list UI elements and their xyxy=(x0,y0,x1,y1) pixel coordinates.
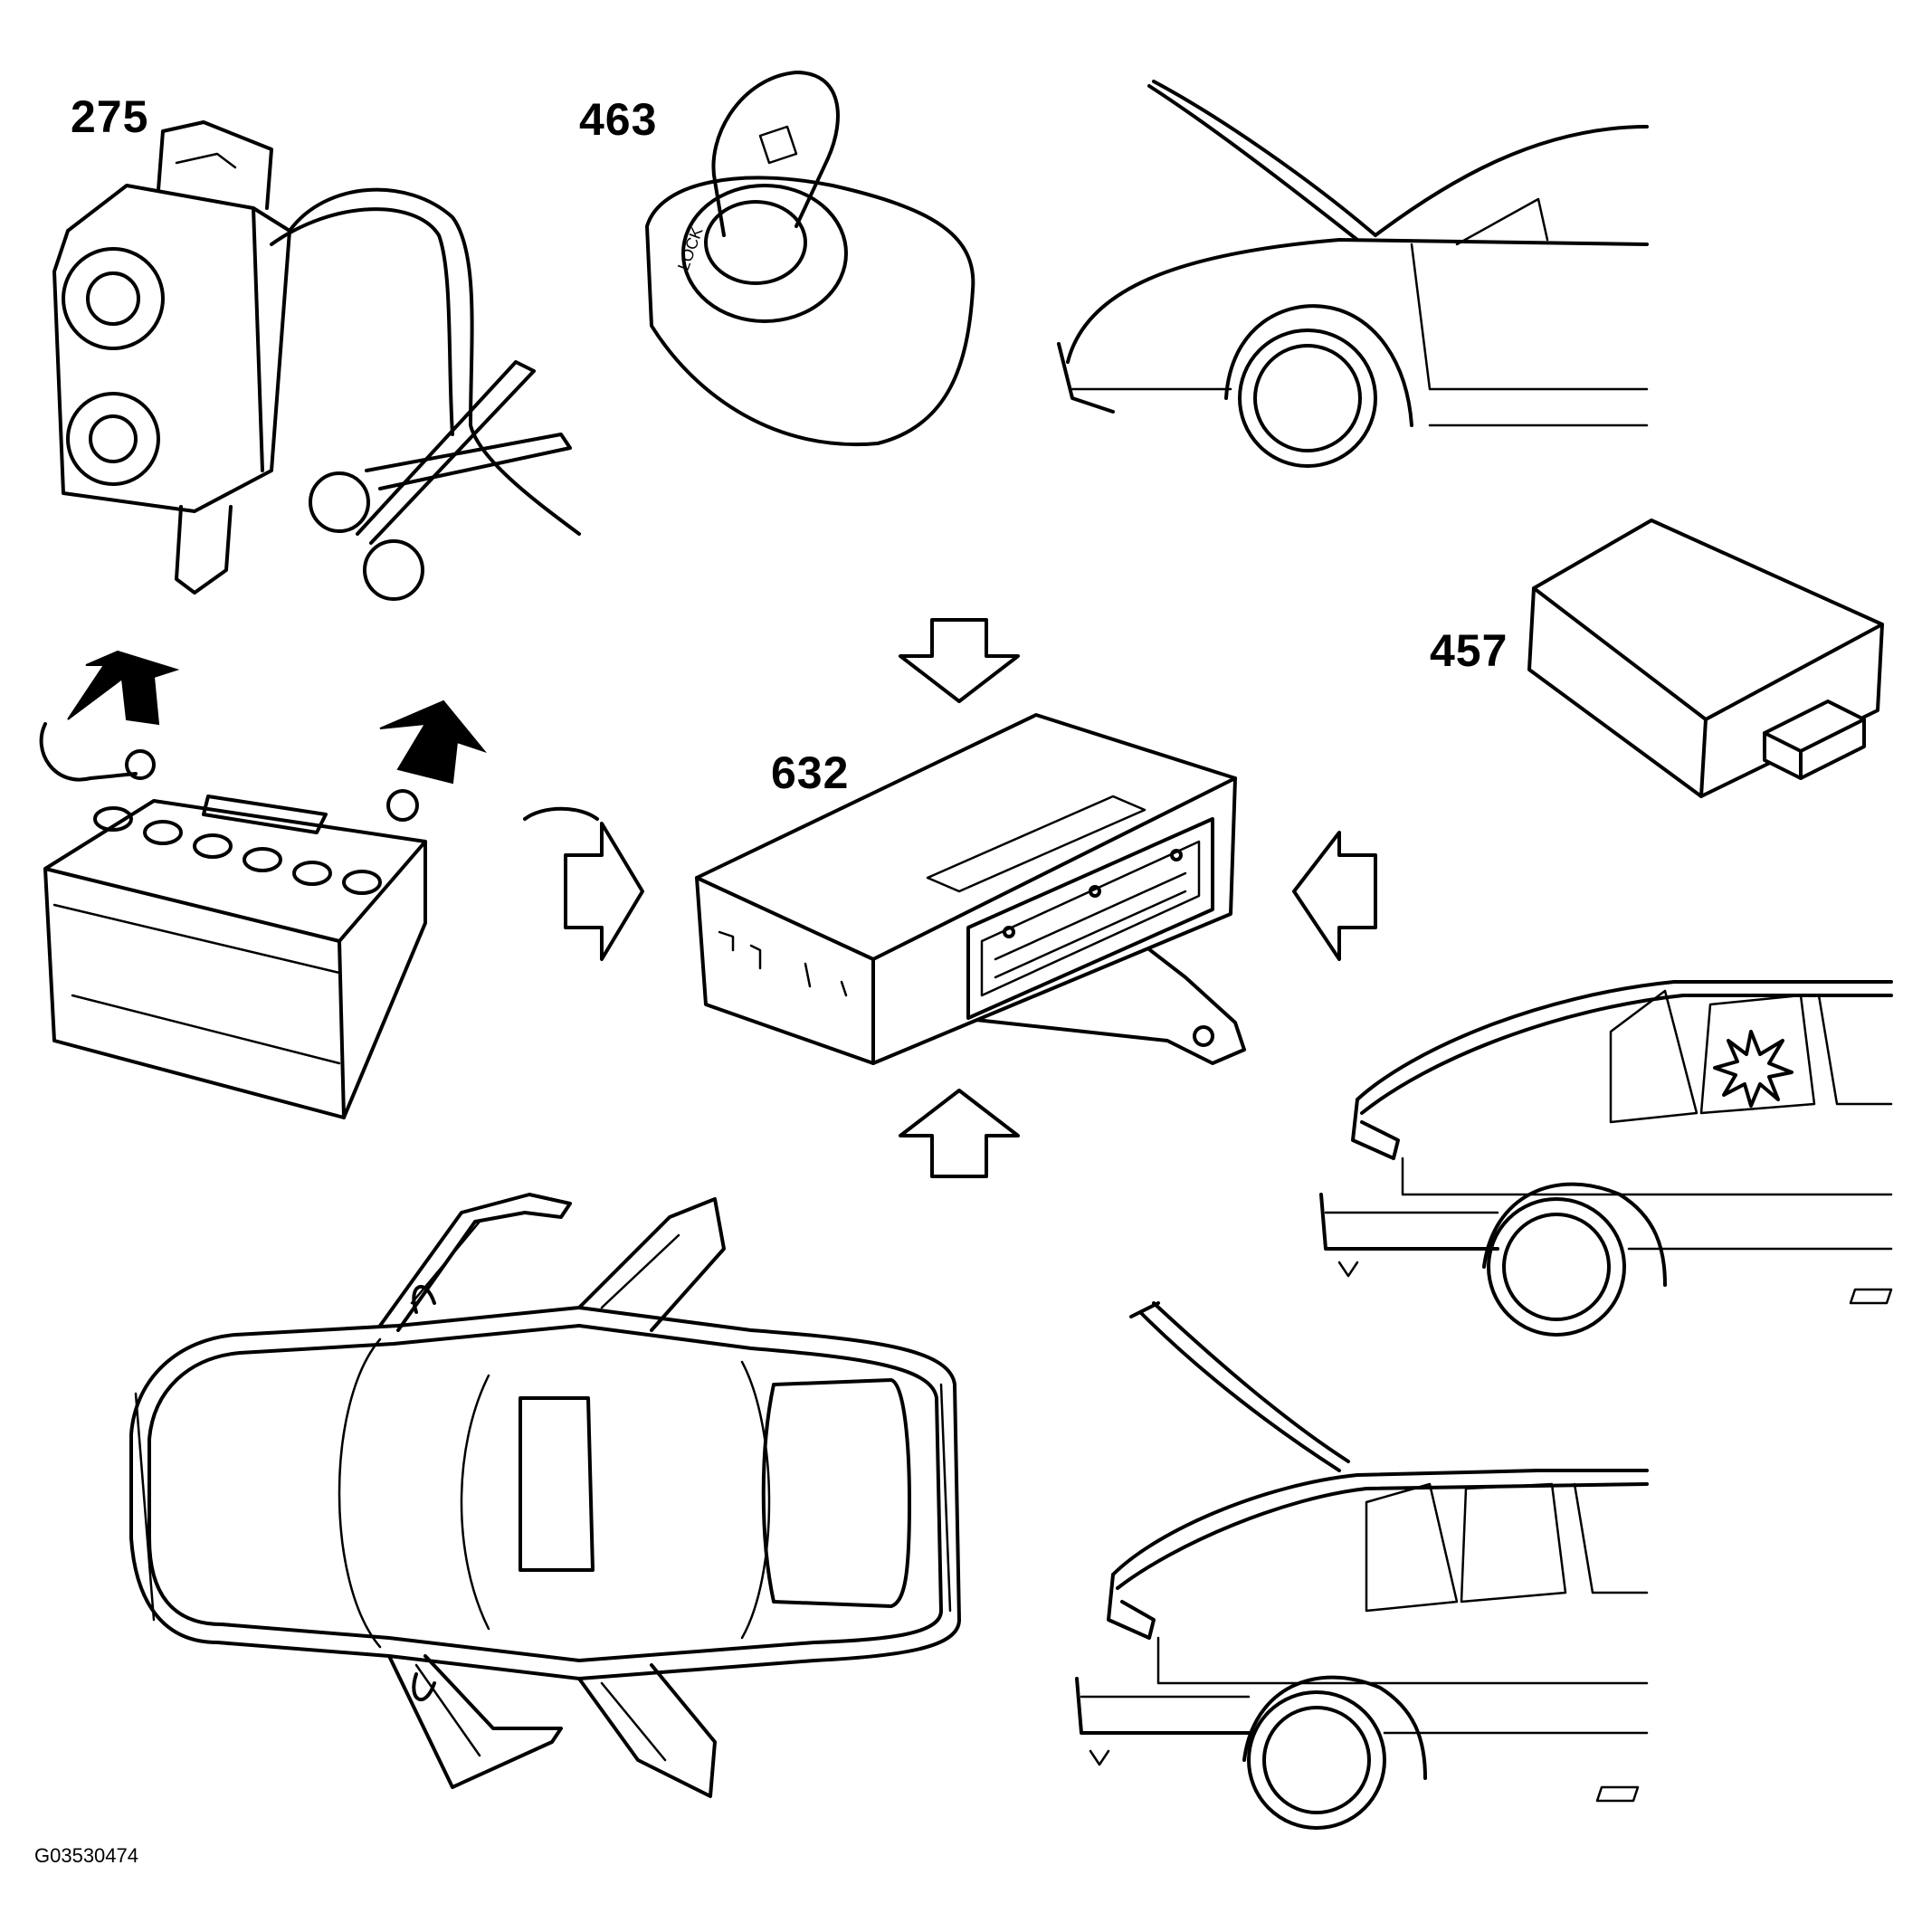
label-463: 463 xyxy=(579,94,658,145)
car-rear-glass-icon xyxy=(1319,980,1893,1337)
scissors-icon xyxy=(309,360,572,601)
interior-sensor-icon xyxy=(1527,519,1884,798)
ignition-switch-icon: LOCK xyxy=(645,71,975,447)
figure-reference: G03530474 xyxy=(34,1844,138,1867)
label-457: 457 xyxy=(1430,625,1508,676)
car-hood-open-icon xyxy=(1057,80,1649,468)
label-632: 632 xyxy=(771,747,850,798)
label-275: 275 xyxy=(71,91,149,142)
car-tailgate-open-icon xyxy=(1075,1301,1649,1830)
arrow-down-icon xyxy=(899,618,1020,703)
svg-text:LOCK: LOCK xyxy=(674,224,707,272)
battery-icon xyxy=(39,722,599,1119)
car-top-view-icon xyxy=(129,1193,961,1798)
cut-wire-icon xyxy=(270,187,581,536)
central-module-icon xyxy=(695,713,1246,1065)
arrow-up-icon xyxy=(899,1089,1020,1178)
arrow-right-icon xyxy=(564,822,644,961)
arrow-left-icon xyxy=(1292,831,1377,961)
disconnect-arrow-icon xyxy=(67,650,487,785)
alarm-siren-icon xyxy=(52,120,291,595)
